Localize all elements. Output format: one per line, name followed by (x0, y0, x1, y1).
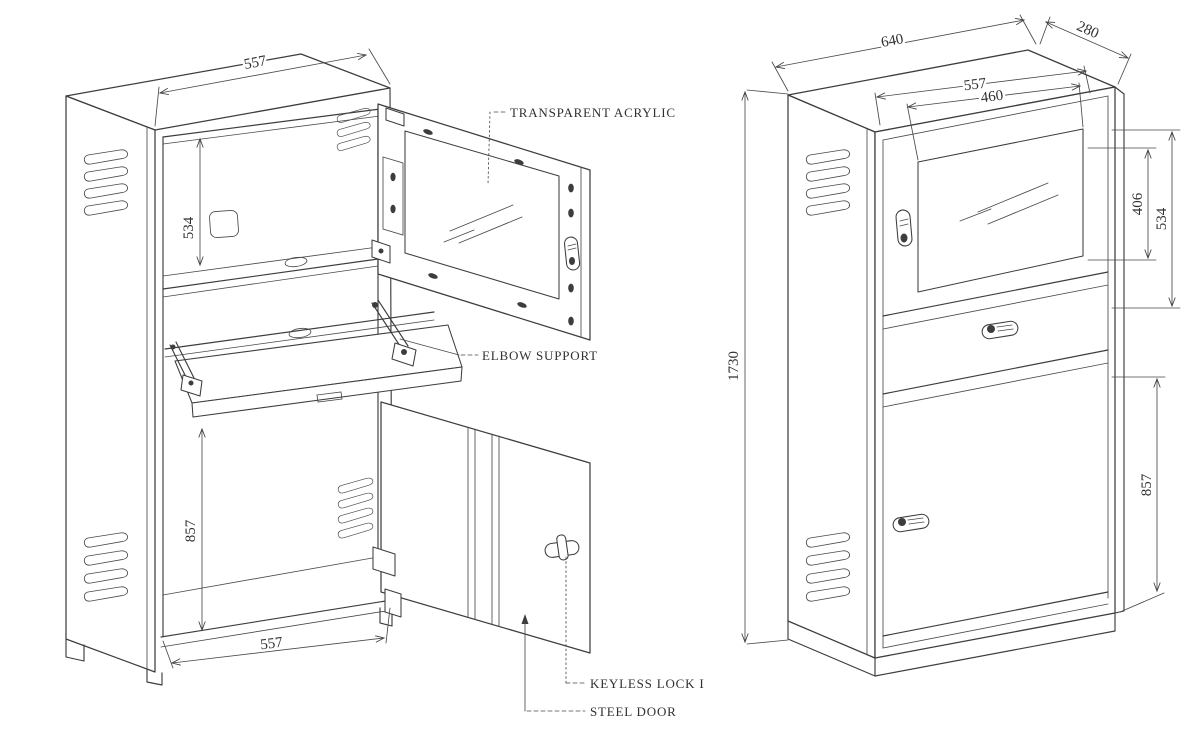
door-hinge-plate (382, 156, 404, 236)
hinge-pin (378, 248, 384, 254)
dim-closed-window-width: 460 (980, 88, 1004, 107)
dim-line-460 (906, 83, 1082, 110)
shelf-front-edge (162, 258, 379, 290)
label-keyless-lock: KEYLESS LOCK I (590, 676, 704, 691)
dim-open-bottom-width: 557 (259, 635, 284, 654)
shelf-cable-hole (284, 256, 308, 268)
lower-door-bottom-inner (882, 603, 1109, 649)
cabinet-open-view (65, 53, 591, 686)
dim-line-top-width (158, 52, 368, 96)
elbow-support-left (169, 341, 203, 397)
open-front-foot (146, 668, 163, 686)
shelf-back-edge (162, 246, 379, 277)
witness-406 (1087, 147, 1157, 261)
back-panel-cutout (209, 210, 239, 238)
bottom-right-foot (379, 607, 393, 627)
closed-front-base (874, 612, 1116, 677)
steel-door-arrow (521, 614, 529, 624)
closed-tray-lock (981, 320, 1019, 340)
label-transparent-acrylic: TRANSPARENT ACRYLIC (510, 105, 676, 120)
interior-louvers-bottom (336, 477, 375, 539)
acrylic-leader-v (487, 111, 491, 185)
fold-down-tray (174, 324, 463, 418)
closed-right-edge (1114, 86, 1125, 614)
open-view-annotations: TRANSPARENT ACRYLIC ELBOW SUPPORT KEYLES… (399, 105, 704, 719)
closed-left-side-panel (787, 94, 876, 659)
label-steel-door: STEEL DOOR (590, 704, 677, 719)
upper-door-open (371, 103, 591, 341)
open-left-foot (65, 638, 85, 662)
acrylic-reflection-lines (443, 204, 523, 244)
shelf-thickness-edge (162, 265, 379, 298)
elbow-support-right (371, 299, 417, 367)
acrylic-window (404, 130, 560, 300)
dim-open-upper-height: 534 (181, 216, 197, 239)
lower-hinge (372, 546, 396, 577)
witness-857 (1111, 376, 1166, 613)
elbow-leader (399, 338, 460, 356)
dim-closed-top-width: 640 (880, 31, 905, 51)
bottom-front-rim (160, 599, 393, 638)
floor-back-edge (162, 556, 379, 596)
closed-front-divisions (882, 95, 1109, 649)
lower-hinge-bracket (384, 588, 402, 618)
open-left-side-panel (65, 95, 156, 673)
lower-door-panel (380, 401, 591, 654)
witness-1730 (746, 89, 789, 645)
tray-band-top-inner (882, 284, 1109, 330)
closed-side-base (787, 620, 876, 677)
dim-closed-lower-door-height: 857 (1139, 473, 1155, 496)
witness-lines-top-width (154, 48, 391, 127)
dim-open-lower-height: 857 (183, 519, 199, 542)
dim-line-bottom-width (170, 635, 386, 666)
closed-acrylic-reflections (959, 182, 1059, 225)
closed-acrylic-window (917, 128, 1084, 293)
tray-latch (316, 391, 343, 403)
dim-closed-overall-height: 1730 (726, 351, 742, 381)
cabinet-closed-view (787, 49, 1125, 677)
lower-door-bottom (882, 591, 1109, 637)
dim-line-280 (1044, 21, 1130, 59)
closed-upper-door-lock (895, 209, 913, 247)
dim-closed-window-height: 406 (1130, 192, 1146, 215)
tray-front-skirt (191, 366, 463, 418)
dim-closed-top-depth: 280 (1074, 18, 1101, 42)
closed-lower-door-lock (892, 513, 930, 533)
door-screw-holes (390, 129, 574, 326)
door-stiffener-lines (467, 426, 500, 627)
upper-door-lock (563, 236, 581, 271)
lower-door-open (372, 401, 591, 654)
upper-hinge-top (385, 107, 405, 127)
keyboard-shelf-cable-hole (288, 327, 312, 339)
witness-534 (1111, 129, 1181, 309)
interior-top-edge (162, 108, 381, 138)
tray-band-bottom-inner (882, 362, 1109, 408)
dim-closed-upper-door-height: 534 (1154, 207, 1170, 230)
label-elbow-support: ELBOW SUPPORT (482, 348, 598, 363)
keyless-lock-handle (544, 534, 580, 561)
keyboard-shelf-thickness (164, 319, 435, 358)
tray-band-top (882, 271, 1109, 317)
dim-line-640 (774, 17, 1026, 70)
tray-band-bottom (882, 349, 1109, 395)
